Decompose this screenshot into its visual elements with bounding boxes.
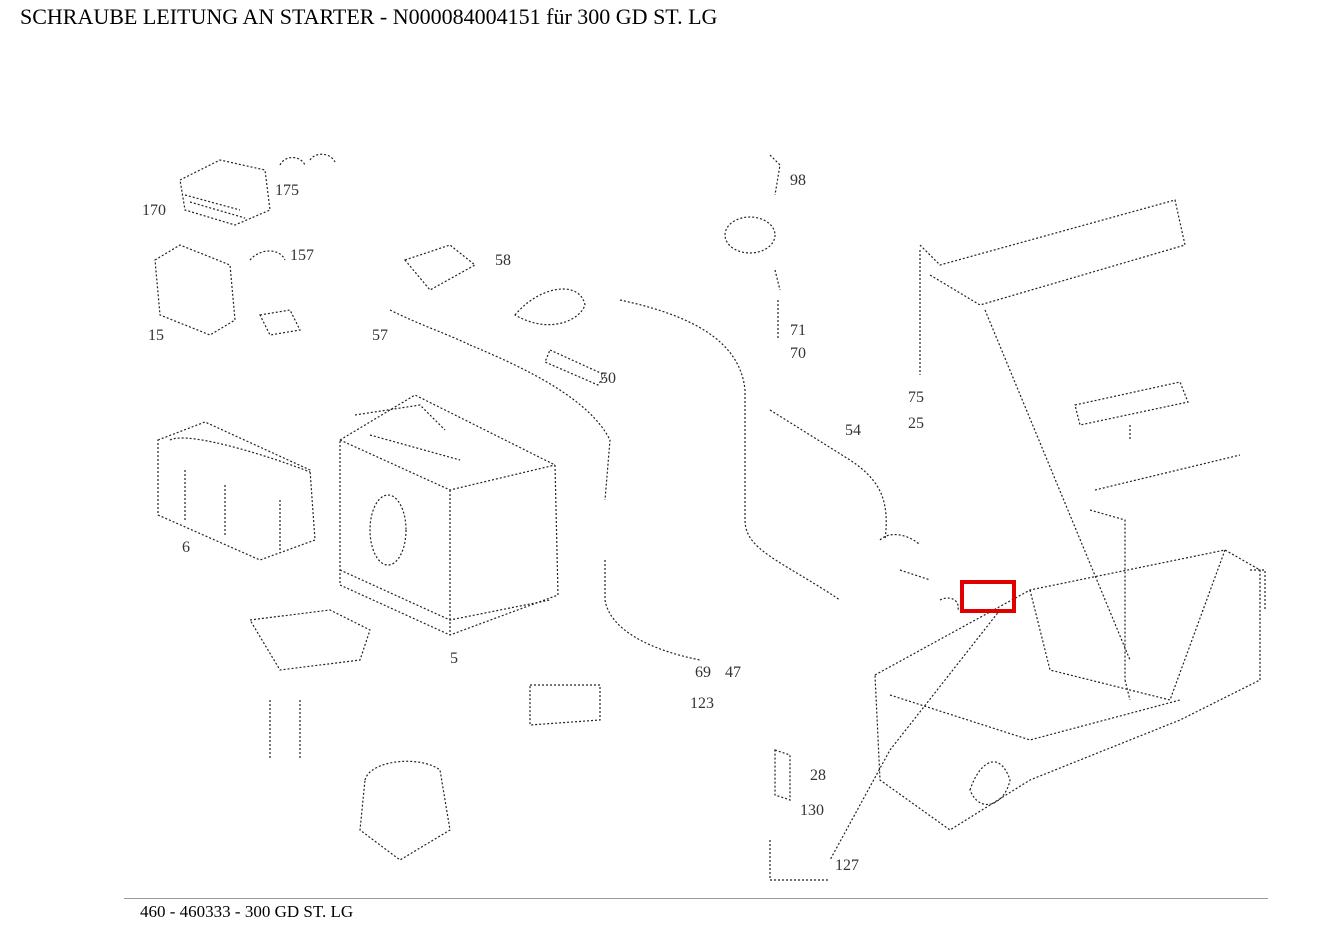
cable-bracket-part [389,244,611,501]
label-58: 58 [495,252,511,269]
label-98: 98 [790,172,806,189]
label-71: 71 [790,322,806,339]
lower-mount-parts [249,609,830,881]
battery-small-part [157,421,316,561]
label-127: 127 [835,857,859,874]
page-title: SCHRAUBE LEITUNG AN STARTER - N000084004… [20,4,718,29]
selected-part-highlight[interactable] [960,580,1016,613]
label-5: 5 [450,650,458,667]
exploded-view-drawing: 170 175 15 157 6 5 [142,153,1266,881]
label-28: 28 [810,767,826,784]
label-75: 75 [908,389,924,406]
fuse-holder-part [724,154,781,340]
label-54: 54 [845,422,861,439]
battery-cable-part [604,299,887,661]
parts-diagram: 170 175 15 157 6 5 [130,140,1270,890]
label-57: 57 [372,327,388,344]
label-25: 25 [908,415,924,432]
footer-divider [124,898,1268,899]
fuse-strip-part [1074,381,1189,440]
relay-unit-part [154,244,301,336]
label-47: 47 [725,664,741,681]
label-50: 50 [600,370,616,387]
hood-strut-part [919,199,1186,661]
battery-main-part [339,394,559,636]
label-69: 69 [695,664,711,681]
label-15: 15 [148,327,164,344]
footer-model-line: 460 - 460333 - 300 GD ST. LG [140,902,354,921]
label-175: 175 [275,182,299,199]
label-6: 6 [182,539,190,556]
label-170: 170 [142,202,166,219]
starter-cable-part [829,533,1001,861]
label-123: 123 [690,695,714,712]
vehicle-front-part [874,454,1266,831]
label-130: 130 [800,802,824,819]
label-157: 157 [290,247,314,264]
relay-box-part [179,153,336,226]
label-70: 70 [790,345,806,362]
